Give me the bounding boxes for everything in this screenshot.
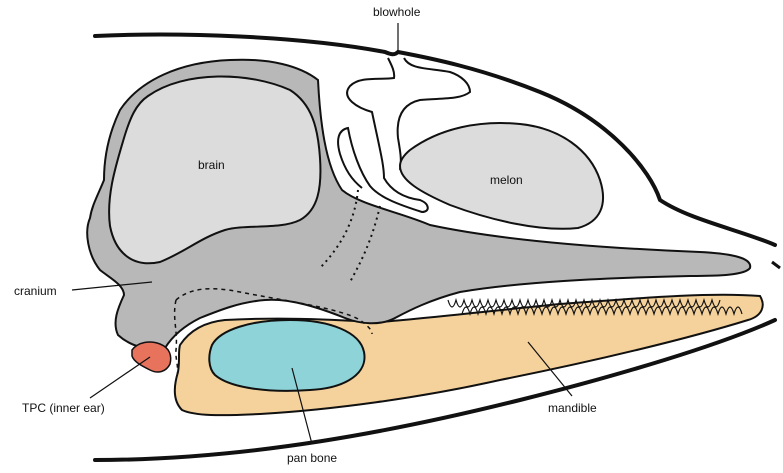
tpc-shape <box>132 342 171 372</box>
label-cranium: cranium <box>14 284 57 298</box>
pan-bone-shape <box>209 320 364 391</box>
label-brain: brain <box>198 158 225 172</box>
label-pan-bone: pan bone <box>287 451 337 465</box>
tpc-leader <box>90 357 150 398</box>
label-mandible: mandible <box>548 401 597 415</box>
label-tpc: TPC (inner ear) <box>22 401 105 415</box>
rostrum-tip <box>772 262 780 268</box>
nasal-passage <box>338 58 428 212</box>
label-blowhole: blowhole <box>373 5 420 19</box>
label-melon: melon <box>490 173 523 187</box>
